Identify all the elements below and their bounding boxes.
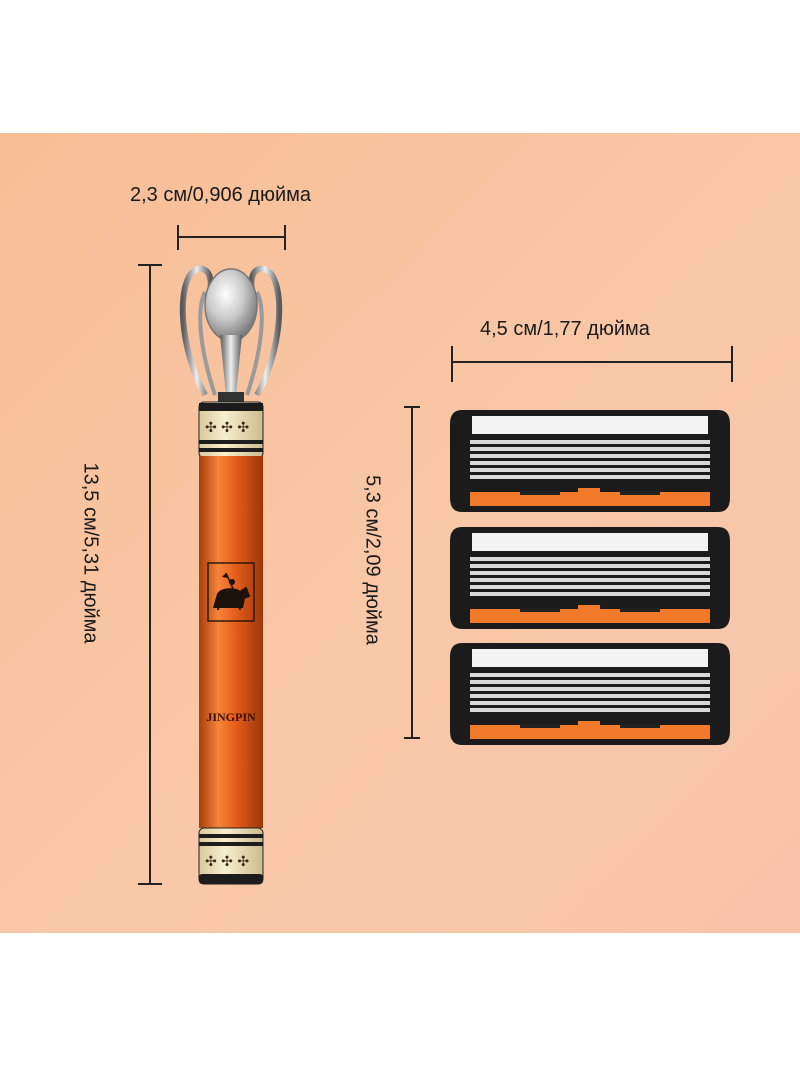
- svg-text:✣ ✣ ✣: ✣ ✣ ✣: [205, 854, 249, 870]
- handle-width-dimension-line: [177, 225, 286, 250]
- razor-handle: ✣ ✣ ✣ JINGPIN ✣ ✣ ✣: [179, 265, 283, 885]
- handle-length-dimension-line: [138, 264, 162, 885]
- cartridge-width-dimension-line: [451, 346, 733, 382]
- brand-text: JINGPIN: [206, 710, 256, 724]
- handle-width-label: 2,3 см/0,906 дюйма: [130, 184, 311, 206]
- cartridge-width-label: 4,5 см/1,77 дюйма: [480, 318, 650, 340]
- razor-cartridge: [450, 527, 730, 629]
- razor-head: [179, 265, 283, 402]
- razor-cartridge: [450, 410, 730, 512]
- ornament-pattern: ✣ ✣ ✣: [205, 420, 249, 436]
- cartridge-height-label: 5,3 см/2,09 дюйма: [361, 475, 384, 645]
- horse-rider-flag-icon: [207, 562, 255, 622]
- cartridge-stack: [450, 410, 730, 745]
- handle-length-label: 13,5 см/5,31 дюйма: [79, 462, 102, 644]
- svg-text:✣ ✣ ✣: ✣ ✣ ✣: [205, 420, 249, 436]
- razor-cartridge: [450, 643, 730, 745]
- cartridge-height-dimension-line: [404, 406, 420, 739]
